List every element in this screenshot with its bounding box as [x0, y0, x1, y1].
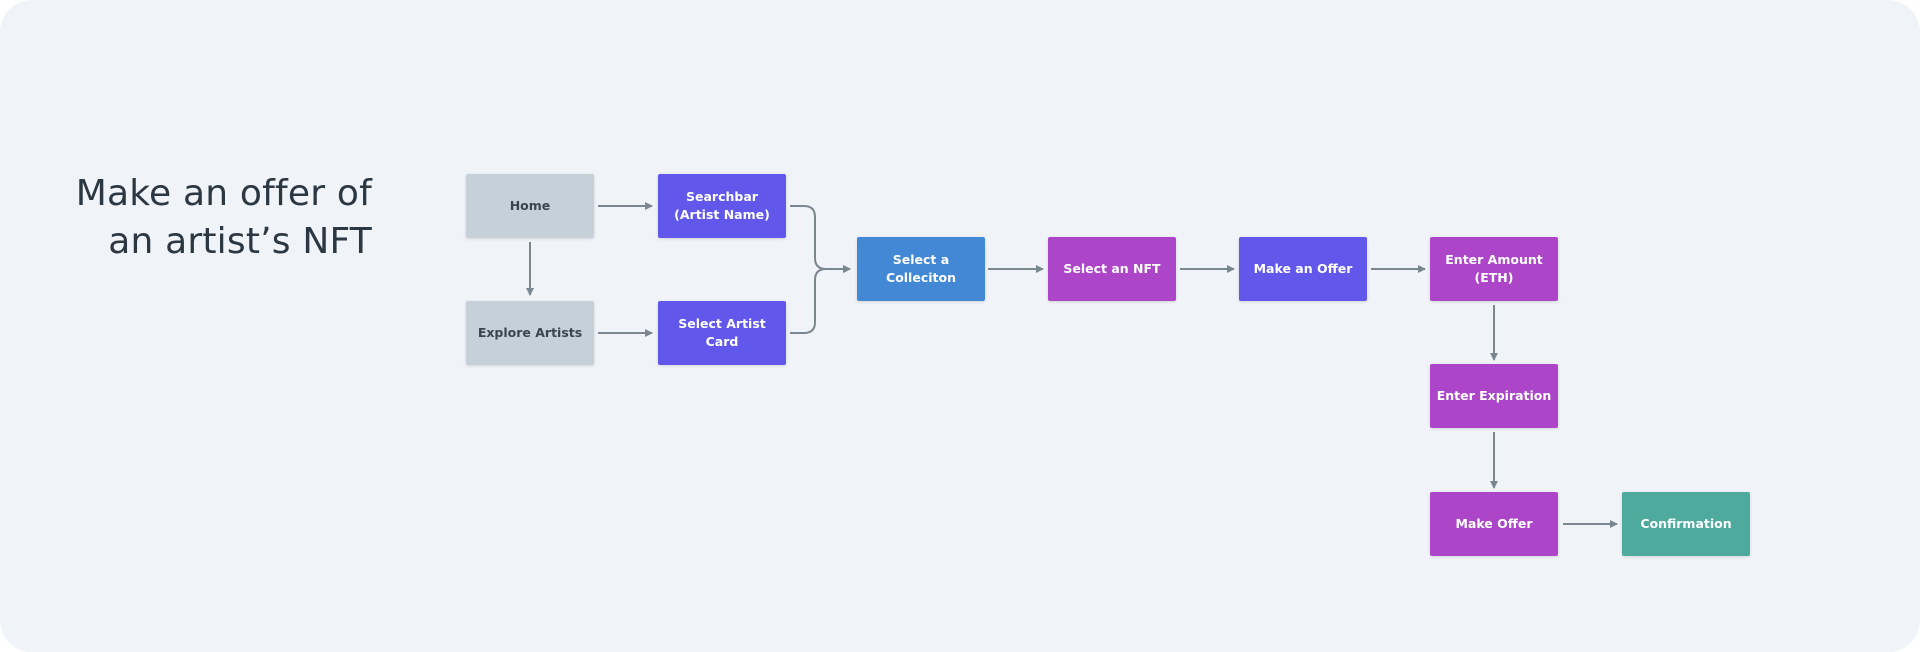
diagram-title: Make an offer of an artist’s NFT	[40, 170, 372, 266]
node-make-offer-label: Make Offer	[1455, 516, 1533, 531]
node-select-nft-label: Select an NFT	[1063, 261, 1161, 276]
node-explore-artists: Explore Artists	[466, 301, 594, 365]
node-make-an-offer: Make an Offer	[1239, 237, 1367, 301]
node-enter-amount: Enter Amount (ETH)	[1430, 237, 1558, 301]
node-enter-expiration: Enter Expiration	[1430, 364, 1558, 428]
node-enter-amount-label: Enter Amount (ETH)	[1445, 252, 1543, 285]
node-enter-expiration-label: Enter Expiration	[1436, 388, 1552, 403]
node-select-artist-card-label: Select Artist Card	[678, 316, 766, 349]
node-home-label: Home	[509, 198, 551, 213]
node-select-collection: Select a Colleciton	[857, 237, 985, 301]
node-searchbar: Searchbar (Artist Name)	[658, 174, 786, 238]
node-make-offer: Make Offer	[1430, 492, 1558, 556]
node-explore-artists-label: Explore Artists	[477, 325, 583, 340]
node-select-collection-label: Select a Colleciton	[886, 252, 956, 285]
node-home: Home	[466, 174, 594, 238]
node-confirmation-label: Confirmation	[1640, 516, 1732, 531]
node-searchbar-label: Searchbar (Artist Name)	[674, 189, 770, 222]
node-select-nft: Select an NFT	[1048, 237, 1176, 301]
node-select-artist-card: Select Artist Card	[658, 301, 786, 365]
node-make-an-offer-label: Make an Offer	[1253, 261, 1353, 276]
edge-searchbar-to-select-collection	[790, 205, 851, 273]
edge-select-artist-card-to-select-collection	[790, 265, 851, 334]
node-confirmation: Confirmation	[1622, 492, 1750, 556]
title-line-1: Make an offer of	[75, 173, 372, 214]
title-line-2: an artist’s NFT	[108, 221, 372, 262]
